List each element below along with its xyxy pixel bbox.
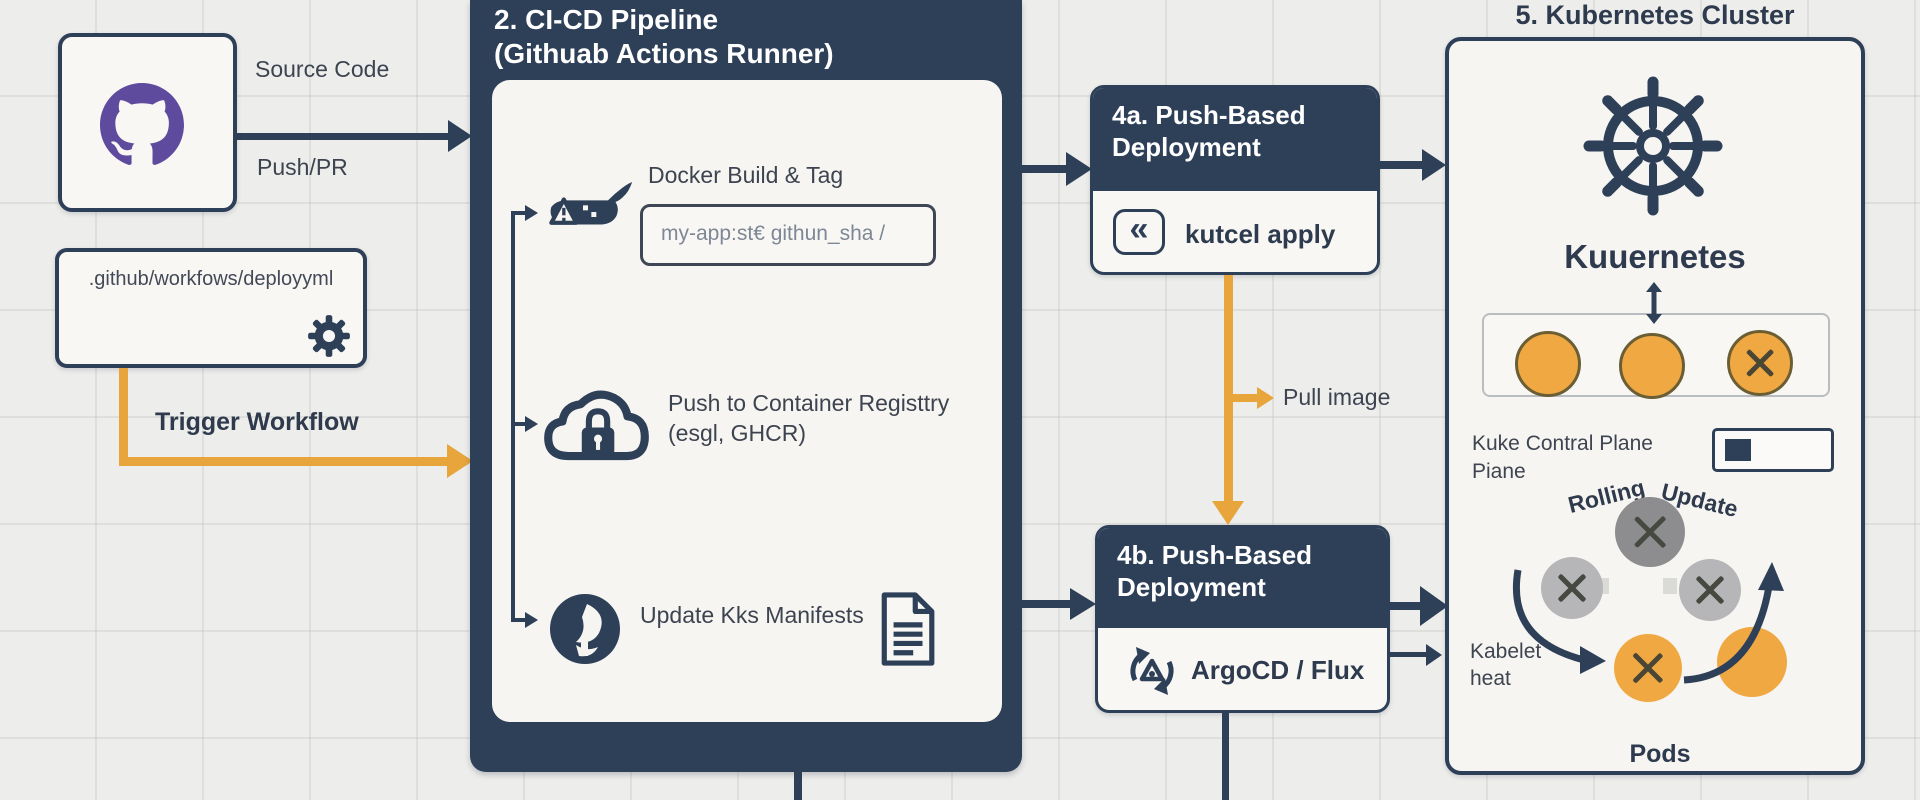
- steps-connector-vline: [511, 212, 515, 622]
- 4b-to-cluster-arrowhead2-icon: [1426, 644, 1442, 666]
- control-plane-line1: Kuke Contral Plane: [1472, 432, 1653, 455]
- image-tag-field: my-app:st€ githun_sha /: [640, 204, 936, 266]
- kubernetes-label: Kuuernetes: [1564, 238, 1746, 275]
- scale-updown-icon: [1645, 282, 1663, 324]
- 4a-to-cluster-arrow-line: [1380, 161, 1424, 169]
- 4b-to-cluster-arrow2-line: [1390, 652, 1428, 657]
- trigger-arrow-vline: [119, 368, 128, 466]
- kubelet-line2: heat: [1470, 667, 1511, 691]
- gear-icon: [307, 314, 351, 358]
- 4a-to-cluster-arrowhead-icon: [1422, 149, 1446, 181]
- workflow-file-node: .github/workfows/deployyml: [55, 248, 367, 368]
- terminating-pod: [1614, 634, 1682, 702]
- manifest-doc-icon: [876, 590, 938, 668]
- steps-connector-branch3: [511, 618, 525, 622]
- pull-image-branch-line: [1233, 394, 1259, 402]
- pipeline-title: 2. CI-CD Pipeline (Githuab Actions Runne…: [494, 3, 834, 71]
- deployment-4b-command: ArgoCD / Flux: [1191, 655, 1365, 685]
- rolling-arrow-right-icon: [1658, 560, 1786, 688]
- chevrons-icon: «: [1113, 209, 1165, 255]
- pipeline-to-4a-arrowhead-icon: [1066, 152, 1092, 186]
- steps-connector-arrowhead3-icon: [525, 612, 538, 628]
- pipeline-to-4b-arrowhead-icon: [1070, 588, 1096, 620]
- old-pod-top: [1615, 497, 1685, 567]
- github-icon: [100, 83, 184, 167]
- sync-icon: [1123, 642, 1181, 700]
- control-plane-line2: Piane: [1472, 460, 1526, 484]
- steps-connector-branch2: [511, 422, 525, 426]
- old-pod-left: [1541, 557, 1603, 619]
- pull-image-branch-arrowhead-icon: [1257, 387, 1274, 409]
- rolling-arrow-left-icon: [1502, 556, 1610, 678]
- deployment-4b-title-line2: Deployment: [1117, 571, 1266, 602]
- chevrons-glyph: «: [1129, 210, 1149, 248]
- docker-build-label: Docker Build & Tag: [648, 162, 844, 188]
- github-repo-node: [58, 33, 237, 212]
- pods-label: Pods: [1629, 740, 1691, 768]
- pipeline-to-4a-arrow-line: [1022, 165, 1068, 173]
- deployment-4a-title-line1: 4a. Push-Based: [1112, 100, 1306, 130]
- repo-to-pipeline-arrowhead-icon: [448, 120, 472, 152]
- deployment-4b-header: 4b. Push-Based Deployment: [1098, 528, 1387, 628]
- pod-circle-1: [1515, 331, 1581, 397]
- trigger-arrowhead-icon: [447, 444, 473, 478]
- steps-connector-arrowhead2-icon: [525, 416, 538, 432]
- deployment-4b-title-line1: 4b. Push-Based: [1117, 540, 1313, 570]
- pipeline-title-line2: (Githuab Actions Runner): [494, 38, 834, 70]
- 4b-to-cluster-arrow-line: [1390, 602, 1422, 610]
- cluster-title: 5. Kubernetes Cluster: [1515, 0, 1795, 30]
- kubelet-line1: Kabelet: [1470, 640, 1542, 663]
- pod-circle-2: [1619, 333, 1685, 399]
- pod-circle-3-failed: [1727, 330, 1793, 396]
- repo-to-pipeline-arrow-line: [237, 133, 450, 140]
- registry-label-line1: Push to Container Registtry: [668, 390, 950, 416]
- deployment-4a-command: kutcel apply: [1185, 219, 1336, 249]
- steps-connector-arrowhead1-icon: [525, 205, 538, 221]
- pipeline-to-4b-arrow-line: [1022, 600, 1072, 608]
- source-code-label: Source Code: [255, 56, 390, 82]
- kubernetes-wheel-icon: [1583, 76, 1723, 216]
- pipeline-title-line1: 2. CI-CD Pipeline: [494, 4, 719, 35]
- kubelet-label: Kabelet heat: [1470, 638, 1541, 693]
- pull-image-down-arrowhead-icon: [1212, 501, 1244, 525]
- pull-image-label: Pull image: [1283, 384, 1391, 410]
- 4b-to-cluster-arrowhead-icon: [1420, 586, 1448, 626]
- status-toggle: [1712, 428, 1834, 472]
- deployment-4a-node: 4a. Push-Based Deployment « kutcel apply: [1090, 85, 1380, 275]
- steps-connector-branch1: [511, 211, 525, 215]
- push-pr-label: Push/PR: [257, 154, 348, 180]
- old-pod-right: [1679, 559, 1741, 621]
- manifests-label: Update Kks Manifests: [640, 602, 864, 628]
- status-toggle-knob: [1725, 439, 1751, 461]
- deployment-4a-header: 4a. Push-Based Deployment: [1093, 88, 1377, 191]
- registry-label-line2: (esgl, GHCR): [668, 420, 807, 447]
- docker-whale-icon: [538, 166, 638, 248]
- pod-connector-stub-right: [1663, 578, 1677, 594]
- pull-image-vline: [1224, 275, 1233, 503]
- pipeline-bottom-connector: [794, 772, 802, 800]
- image-tag-value: my-app:st€ githun_sha /: [661, 222, 886, 245]
- deployment-4b-node: 4b. Push-Based Deployment ArgoCD / Flux: [1095, 525, 1390, 713]
- workflow-file-path: .github/workfows/deployyml: [88, 268, 334, 290]
- trigger-workflow-label: Trigger Workflow: [155, 408, 359, 436]
- trigger-arrow-hline: [119, 457, 449, 466]
- manifests-logo-icon: [548, 592, 622, 666]
- registry-label: Push to Container Registtry (esgl, GHCR): [668, 388, 949, 449]
- 4b-bottom-connector: [1222, 713, 1229, 800]
- control-plane-label: Kuke Contral Plane Piane: [1472, 430, 1653, 487]
- registry-cloud-lock-icon: [535, 376, 657, 474]
- deployment-4a-title-line2: Deployment: [1112, 131, 1261, 162]
